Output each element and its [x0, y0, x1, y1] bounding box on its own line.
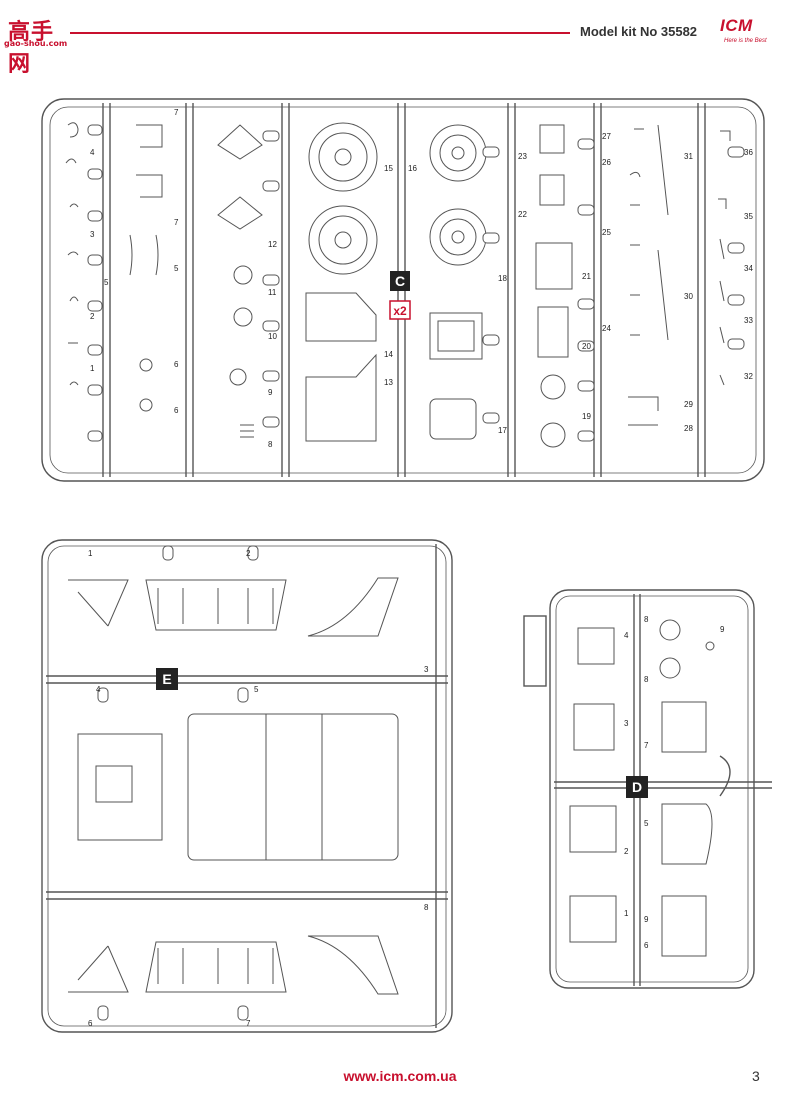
- part-number: 5: [644, 819, 649, 828]
- part-number: 11: [268, 288, 277, 297]
- part-number: 24: [602, 324, 611, 333]
- part-number: 29: [684, 400, 693, 409]
- page-number: 3: [752, 1068, 760, 1084]
- part-number: 21: [582, 272, 591, 281]
- sprue-e-letter: E: [162, 671, 171, 687]
- part-number: 9: [644, 915, 649, 924]
- part-number: 30: [684, 292, 693, 301]
- part-number: 23: [518, 152, 527, 161]
- part-number: 7: [246, 1019, 251, 1028]
- icm-logo: ICM Here is the Best: [714, 14, 794, 50]
- part-number: 6: [644, 941, 649, 950]
- part-number: 8: [644, 675, 649, 684]
- part-number: 5: [104, 278, 109, 287]
- part-number: 15: [384, 164, 393, 173]
- part-number: 1: [624, 909, 629, 918]
- part-number: 2: [246, 549, 251, 558]
- sprue-d-part-numbers: 1 2 3 4 5 6 7 8 8 9 9: [624, 615, 725, 950]
- part-number: 32: [744, 372, 753, 381]
- part-number: 18: [498, 274, 507, 283]
- part-number: 16: [408, 164, 417, 173]
- header-rule: [70, 32, 570, 34]
- part-number: 14: [384, 350, 393, 359]
- sprue-d-frame: [549, 589, 755, 989]
- part-number: 8: [644, 615, 649, 624]
- part-number: 3: [90, 230, 95, 239]
- part-number: 5: [174, 264, 179, 273]
- sprue-d-diagram: D 1 2 3 4 5 6 7 8 8 9 9: [523, 589, 772, 989]
- watermark-subtext: gao-shou.com: [4, 39, 68, 48]
- part-number: 19: [582, 412, 591, 421]
- part-number: 4: [96, 685, 101, 694]
- part-number: 4: [624, 631, 629, 640]
- sprue-c-diagram: C x2 1 2 3 4 5 5 6 6 7 7 8 9 10 11 12 13…: [41, 98, 765, 482]
- part-number: 35: [744, 212, 753, 221]
- part-number: 2: [624, 847, 629, 856]
- part-number: 1: [88, 549, 93, 558]
- sprue-c-letter-tag: C x2: [389, 271, 411, 320]
- part-number: 3: [424, 665, 429, 674]
- page-header: 高手网 gao-shou.com Model kit No 35582 ICM …: [0, 0, 800, 77]
- part-number: 9: [268, 388, 273, 397]
- sprue-e-part-numbers: 1 2 3 4 5 6 7 8: [88, 549, 429, 1028]
- part-number: 9: [720, 625, 725, 634]
- footer-url[interactable]: www.icm.com.ua: [343, 1068, 457, 1084]
- part-number: 26: [602, 158, 611, 167]
- sprue-c-frame: [41, 98, 765, 482]
- sprue-c-multiplier: x2: [393, 304, 407, 318]
- part-number: 34: [744, 264, 753, 273]
- part-number: 20: [582, 342, 591, 351]
- sprue-c-letter: C: [395, 273, 405, 289]
- sprue-d-letter-tag: D: [626, 776, 648, 798]
- sprue-e-diagram: E 1 2 3 4 5 6 7 8: [41, 539, 453, 1033]
- part-number: 6: [88, 1019, 93, 1028]
- part-number: 8: [424, 903, 429, 912]
- part-number: 17: [498, 426, 507, 435]
- part-number: 7: [174, 108, 179, 117]
- kit-number-label: Model kit No 35582: [580, 24, 698, 39]
- part-number: 22: [518, 210, 527, 219]
- brand-name: ICM: [720, 16, 753, 35]
- part-number: 13: [384, 378, 393, 387]
- part-number: 8: [268, 440, 273, 449]
- part-number: 1: [90, 364, 95, 373]
- part-number: 5: [254, 685, 259, 694]
- part-number: 4: [90, 148, 95, 157]
- part-number: 7: [174, 218, 179, 227]
- part-number: 6: [174, 406, 179, 415]
- part-number: 6: [174, 360, 179, 369]
- part-number: 36: [744, 148, 753, 157]
- brand-tagline: Here is the Best: [724, 38, 767, 44]
- part-number: 25: [602, 228, 611, 237]
- part-number: 31: [684, 152, 693, 161]
- part-number: 33: [744, 316, 753, 325]
- part-number: 2: [90, 312, 95, 321]
- part-number: 10: [268, 332, 277, 341]
- part-number: 27: [602, 132, 611, 141]
- sprue-e-letter-tag: E: [156, 668, 178, 690]
- watermark-text: 高手网: [8, 20, 55, 77]
- part-number: 3: [624, 719, 629, 728]
- part-number: 12: [268, 240, 277, 249]
- part-number: 28: [684, 424, 693, 433]
- watermark-logo: 高手网 gao-shou.com: [4, 6, 74, 77]
- sprue-d-letter: D: [632, 779, 642, 795]
- sprue-e-frame: [41, 539, 453, 1033]
- part-number: 7: [644, 741, 649, 750]
- sprue-c-part-numbers: 1 2 3 4 5 5 6 6 7 7 8 9 10 11 12 13 14 1…: [90, 108, 753, 449]
